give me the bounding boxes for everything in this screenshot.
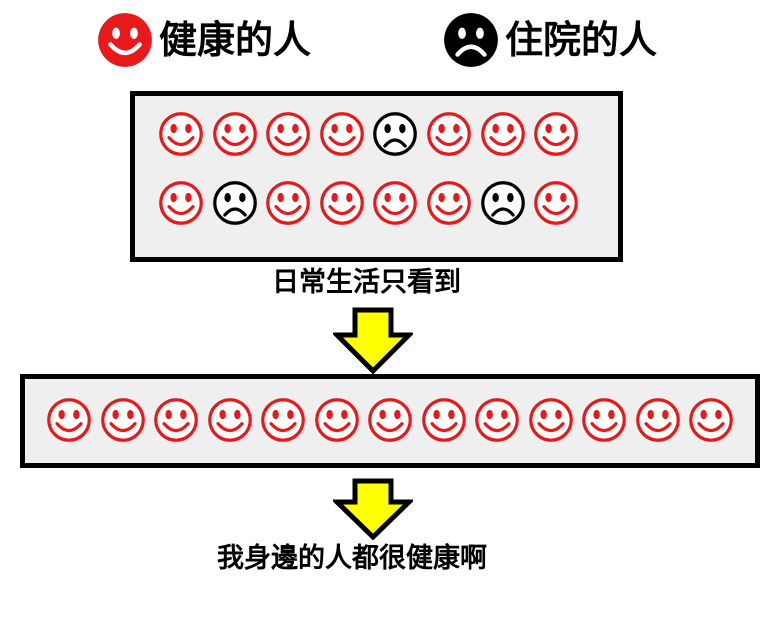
happy-face-icon	[212, 112, 257, 156]
happy-face-icon	[582, 398, 626, 442]
daily-life-row-2	[158, 180, 579, 226]
happy-face-icon	[635, 398, 680, 442]
happy-face-icon	[480, 112, 525, 156]
happy-face-icon	[689, 398, 733, 442]
legend-hospitalized-label: 住院的人	[505, 18, 658, 62]
happy-face-icon	[319, 181, 364, 225]
happy-face-icon	[266, 112, 311, 156]
happy-face-icon	[266, 181, 311, 225]
happy-face-icon	[427, 112, 471, 156]
sad-face-icon	[480, 181, 525, 225]
legend-healthy: 健康的人	[97, 12, 311, 68]
daily-life-caption: 日常生活只看到	[272, 267, 461, 298]
happy-face-icon	[154, 398, 198, 442]
happy-face-icon	[534, 181, 579, 225]
daily-life-row-1	[158, 111, 579, 157]
legend-hospitalized: 住院的人	[443, 12, 657, 68]
happy-face-icon	[534, 112, 579, 156]
healthy-filled-face-icon	[98, 13, 152, 67]
perceived-caption: 我身邊的人都很健康啊	[217, 543, 487, 574]
happy-face-icon	[528, 398, 573, 442]
happy-face-icon	[100, 398, 145, 442]
happy-face-icon	[421, 398, 466, 442]
happy-face-icon	[427, 181, 471, 225]
happy-face-icon	[319, 112, 364, 156]
sad-face-icon	[373, 112, 418, 156]
happy-face-icon	[475, 398, 519, 442]
happy-face-icon	[159, 112, 203, 156]
down-arrow-icon	[333, 307, 413, 375]
down-arrow-icon	[333, 478, 413, 540]
happy-face-icon	[159, 181, 203, 225]
happy-face-icon	[47, 398, 91, 442]
legend-healthy-label: 健康的人	[159, 18, 312, 62]
happy-face-icon	[373, 181, 418, 225]
happy-face-icon	[368, 398, 412, 442]
perceived-row	[46, 397, 734, 443]
sad-face-icon	[212, 181, 257, 225]
happy-face-icon	[314, 398, 359, 442]
happy-face-icon	[261, 398, 305, 442]
happy-face-icon	[207, 398, 252, 442]
hospitalized-filled-face-icon	[444, 13, 498, 67]
